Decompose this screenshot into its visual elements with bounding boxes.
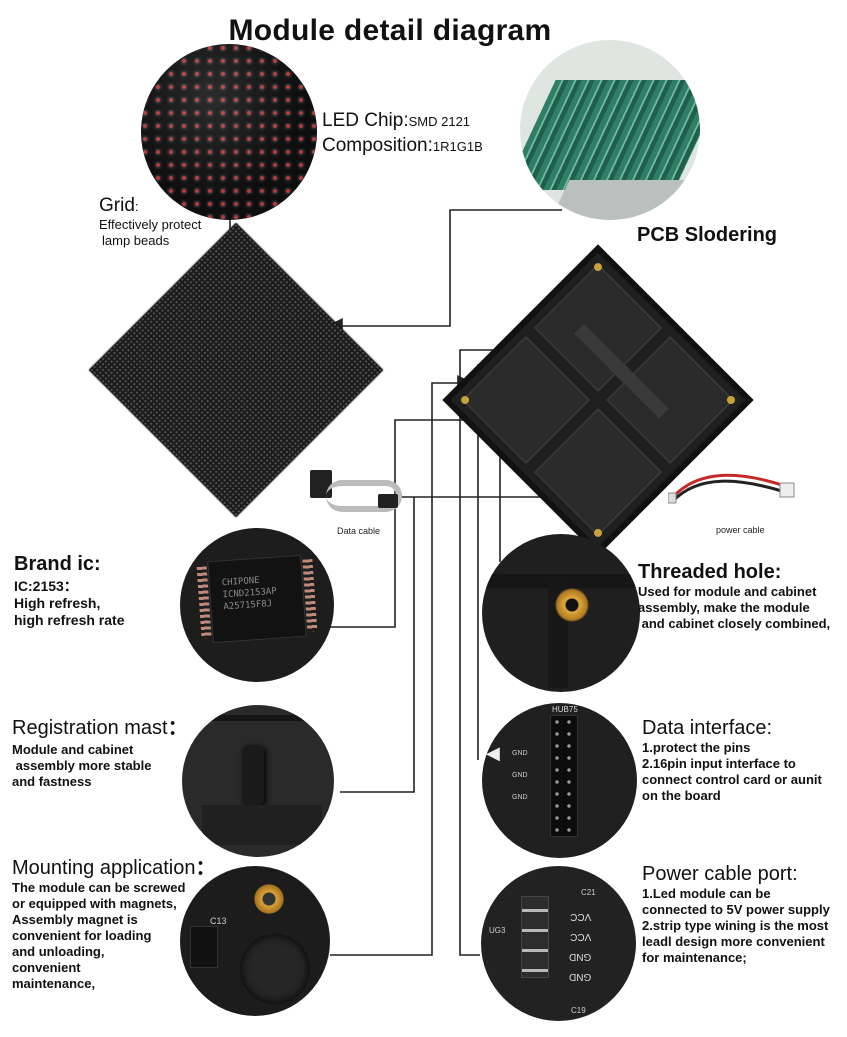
data-interface-heading: Data interface: (642, 717, 773, 739)
registration-line1: Module and cabinet (12, 742, 134, 757)
threaded-line1: Used for module and cabinet (638, 584, 817, 599)
led-chip-text: LED Chip:SMD 2121 Composition:1R1G1B (322, 109, 483, 159)
power-cable-label: power cable (716, 525, 765, 535)
mounting-line2: or equipped with magnets, (12, 896, 177, 911)
data-cable-label: Data cable (337, 526, 381, 536)
power-port-line4: leadl design more convenient (642, 934, 825, 949)
pcb-soldering-image (520, 40, 700, 220)
data-interface-line1: 1.protect the pins (642, 740, 751, 755)
grid-line2: lamp beads (102, 233, 170, 248)
data-interface-line2: 2.16pin input interface to (642, 756, 796, 771)
pp-pin-3: VCC (570, 931, 592, 942)
registration-heading: Registration mast (12, 717, 168, 739)
power-cable-image (668, 465, 798, 515)
brand-ic-line (330, 412, 504, 628)
mounting-line1: The module can be screwed (12, 880, 186, 895)
threaded-line3: and cabinet closely combined, (638, 616, 831, 631)
led-chip-value: SMD 2121 (408, 114, 471, 129)
registration-text: Registration mast： Module and cabinet as… (12, 716, 188, 790)
threaded-line2: assembly, make the module (638, 600, 810, 615)
led-closeup-image (141, 44, 317, 220)
di-pin-1: GND (512, 750, 528, 757)
threaded-heading: Threaded hole: (638, 561, 782, 583)
registration-colon: ： (167, 717, 188, 739)
data-interface-line3: connect control card or aunit (642, 772, 822, 787)
brand-ic-line3: high refresh rate (14, 612, 125, 628)
registration-image (182, 705, 334, 857)
grid-colon: : (134, 199, 139, 214)
power-port-line2: connected to 5V power supply (642, 902, 830, 917)
mounting-line3: Assembly magnet is (12, 912, 138, 927)
brand-ic-line2: High refresh, (14, 595, 101, 611)
pcb-arrow (326, 209, 562, 334)
mounting-text: Mounting application： The module can be … (12, 856, 215, 992)
pp-pin-1: GND (569, 971, 592, 982)
data-cable-image (300, 460, 410, 520)
brand-ic-image: CHIPONE ICND2153AP A25715F8J (180, 528, 334, 682)
mounting-line5: and unloading, (12, 944, 105, 959)
pp-mark-1: C21 (581, 888, 596, 897)
di-pin-3: GND (512, 794, 528, 801)
data-interface-text: Data interface: 1.protect the pins 2.16p… (642, 716, 822, 804)
power-port-image: GND GND VCC VCC C21 UG3 C19 (481, 866, 636, 1021)
page-title: Module detail diagram (228, 14, 552, 47)
mounting-line6: convenient (12, 960, 81, 975)
mounting-line4: convenient for loading (12, 928, 152, 943)
di-pin-2: GND (512, 772, 528, 779)
grid-text: Grid: Effectively protect lamp beads (99, 195, 201, 249)
power-port-line5: for maintenance; (642, 950, 747, 965)
power-port-line1: 1.Led module can be (642, 886, 771, 901)
threaded-text: Threaded hole: Used for module and cabin… (638, 560, 830, 632)
brand-ic-text: Brand ic: IC:2153： High refresh, high re… (14, 552, 124, 629)
mounting-heading: Mounting application (12, 857, 196, 879)
grid-heading: Grid (99, 195, 135, 216)
arrow-left-icon: ◀ (486, 743, 500, 763)
pp-mark-2: UG3 (489, 926, 506, 935)
composition-value: 1R1G1B (432, 139, 483, 154)
pp-pin-4: VCC (570, 911, 592, 922)
mounting-colon: ： (195, 857, 216, 879)
threaded-hole-image (482, 534, 640, 692)
data-interface-image: HUB75 GND GND GND ◀ (482, 703, 637, 858)
brand-ic-line1: IC:2153： (14, 578, 78, 594)
composition-label: Composition: (322, 135, 433, 156)
mounting-pcb-mark: C13 (210, 916, 227, 926)
mounting-image: C13 (180, 866, 330, 1016)
power-port-text: Power cable port: 1.Led module can be co… (642, 862, 830, 966)
data-interface-line4: on the board (642, 788, 721, 803)
hub75-mark: HUB75 (552, 705, 578, 714)
pp-pin-2: GND (569, 951, 592, 962)
registration-line (340, 497, 415, 793)
pcb-label: PCB Slodering (637, 224, 778, 246)
pp-mark-3: C19 (571, 1006, 586, 1015)
registration-line2: assembly more stable (12, 758, 152, 773)
grid-line1: Effectively protect (99, 217, 202, 232)
brand-ic-heading: Brand ic: (14, 553, 101, 575)
mounting-line (330, 375, 474, 956)
led-chip-label: LED Chip: (322, 110, 409, 131)
chip-line-3: A25715F8J (223, 598, 273, 613)
power-port-heading: Power cable port: (642, 863, 798, 885)
mounting-line7: maintenance, (12, 976, 96, 991)
power-port-line3: 2.strip type wining is the most (642, 918, 829, 933)
registration-line3: and fastness (12, 774, 92, 789)
